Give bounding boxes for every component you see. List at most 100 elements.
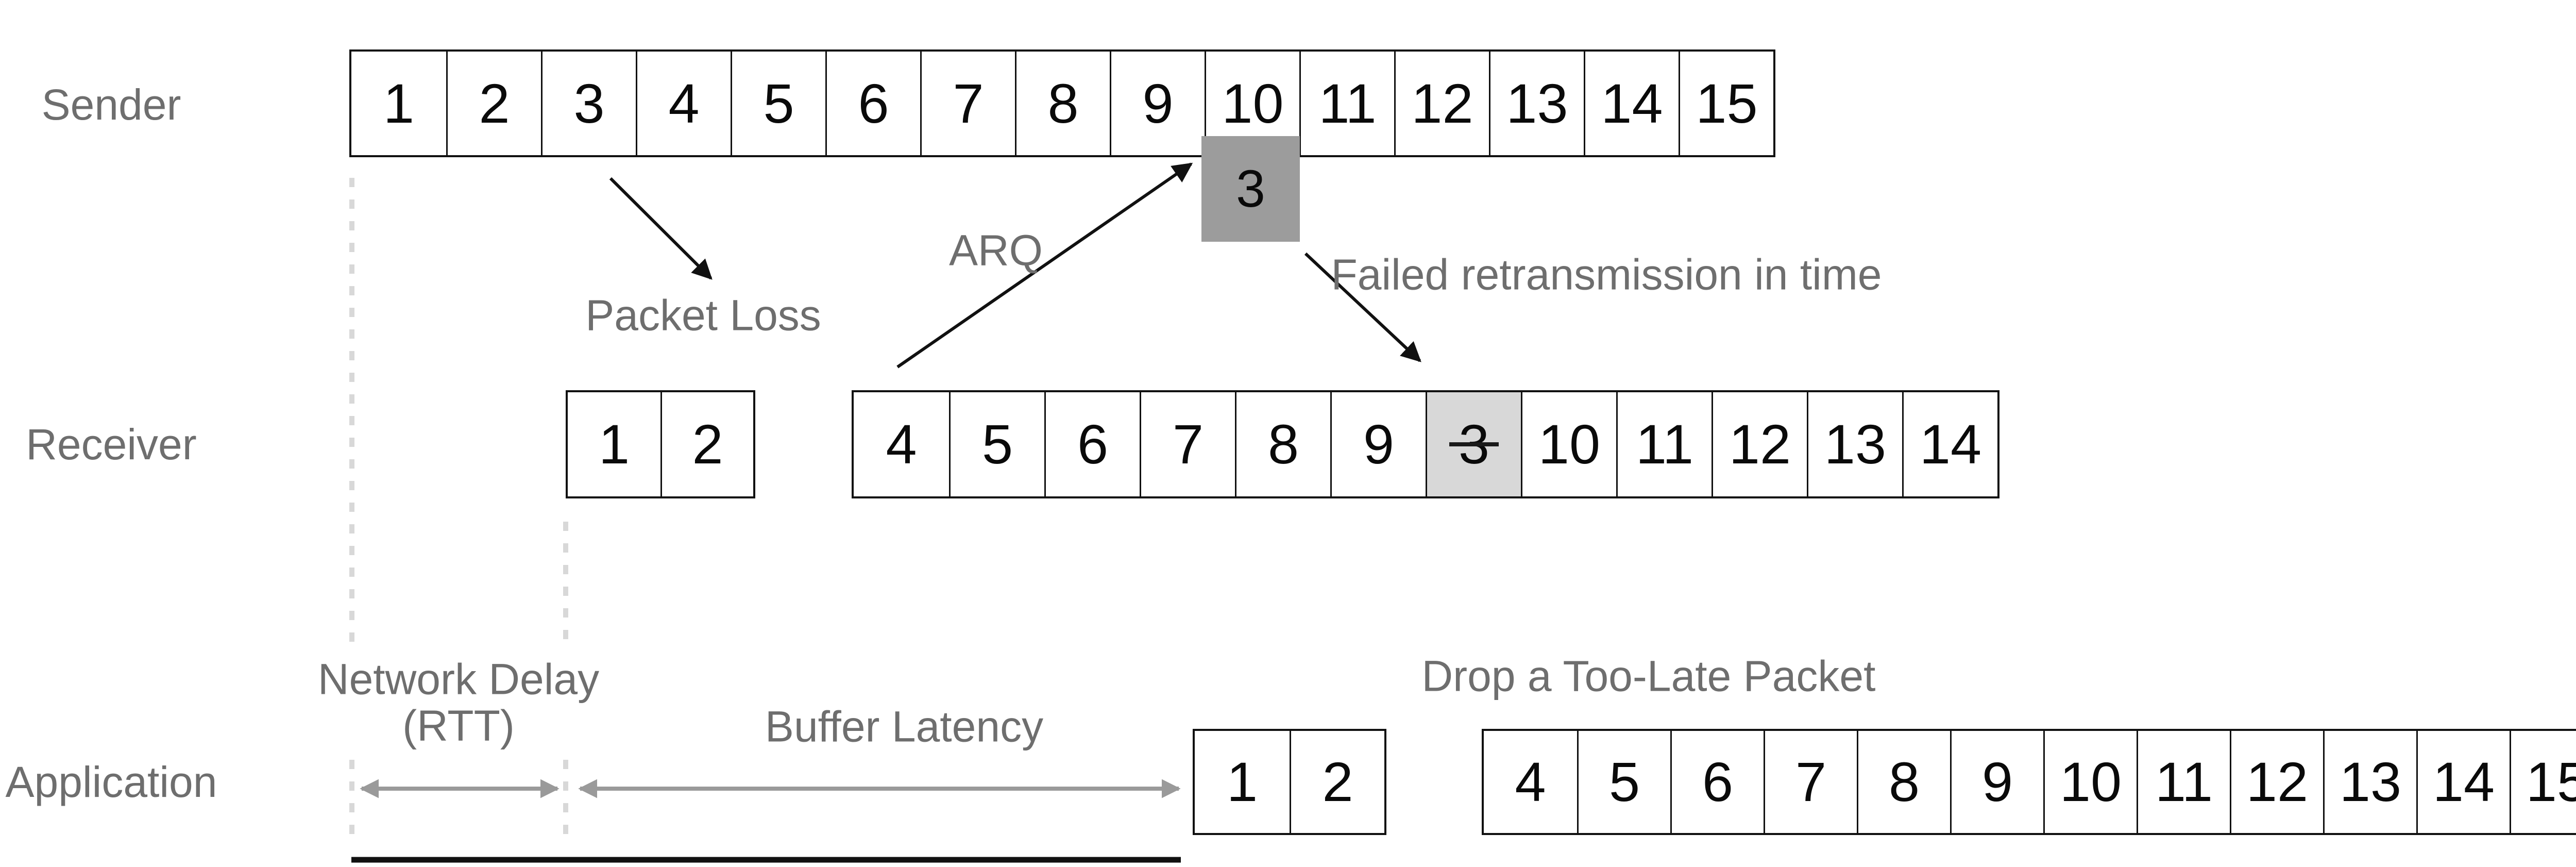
packet-cell: 13 xyxy=(2323,731,2416,833)
packet-number: 5 xyxy=(763,72,794,135)
packet-cell: 10 xyxy=(2043,731,2137,833)
packet-cell: 10 xyxy=(1521,392,1616,496)
packet-cell: 15 xyxy=(1679,52,1773,155)
packet-number: 11 xyxy=(1635,413,1694,475)
packet-cell: 9 xyxy=(1110,52,1205,155)
packet-number: 6 xyxy=(1077,413,1109,475)
packet-number: 12 xyxy=(2246,751,2309,813)
packet-cell: 11 xyxy=(1299,52,1394,155)
packet-cell: 13 xyxy=(1489,52,1584,155)
failed-retransmission-label: Failed retransmission in time xyxy=(1331,250,1882,299)
packet-cell: 2 xyxy=(446,52,541,155)
packet-number: 3 xyxy=(573,72,605,135)
packet-cell: 7 xyxy=(920,52,1015,155)
packet-cell: 6 xyxy=(825,52,920,155)
packet-loss-arrow xyxy=(609,177,713,280)
packet-cell: 13 xyxy=(1807,392,1902,496)
packet-cell: 11 xyxy=(2137,731,2230,833)
packet-number: 14 xyxy=(1601,72,1663,135)
packet-cell: 7 xyxy=(1140,392,1235,496)
packet-number: 2 xyxy=(1322,751,1353,813)
packet-cell: 12 xyxy=(1394,52,1489,155)
packet-number: 3 xyxy=(1449,413,1499,475)
packet-number: 7 xyxy=(1172,413,1204,475)
packet-number: 12 xyxy=(1728,413,1791,475)
application-lane-label: Application xyxy=(5,758,217,806)
packet-number: 4 xyxy=(886,413,917,475)
packet-cell: 2 xyxy=(660,392,753,496)
packet-number: 10 xyxy=(1222,72,1284,135)
packet-number: 2 xyxy=(692,413,723,475)
retransmitted-packet-box: 3 xyxy=(1201,136,1300,242)
packet-cell: 12 xyxy=(1711,392,1807,496)
packet-cell: 9 xyxy=(1330,392,1426,496)
packet-cell: 1 xyxy=(351,52,446,155)
rtt-label: (RTT) xyxy=(402,701,515,750)
packet-cell: 5 xyxy=(949,392,1044,496)
packet-number: 8 xyxy=(1047,72,1079,135)
packet-cell-dropped: 3 xyxy=(1426,392,1521,496)
packet-number: 8 xyxy=(1267,413,1299,475)
packet-number: 9 xyxy=(1981,751,2013,813)
sender-lane-label: Sender xyxy=(41,80,181,129)
packet-number: 9 xyxy=(1142,72,1174,135)
packet-cell: 5 xyxy=(1577,731,1670,833)
packet-number: 4 xyxy=(668,72,700,135)
packet-number: 10 xyxy=(1538,413,1601,475)
packet-cell: 8 xyxy=(1857,731,1950,833)
packet-cell: 9 xyxy=(1950,731,2043,833)
packet-number: 13 xyxy=(1824,413,1887,475)
packet-number: 5 xyxy=(1608,751,1640,813)
packet-number: 9 xyxy=(1363,413,1395,475)
packet-number: 4 xyxy=(1515,751,1546,813)
packet-cell: 15 xyxy=(2510,731,2576,833)
packet-cell: 11 xyxy=(1616,392,1711,496)
packet-number: 11 xyxy=(1318,72,1377,135)
packet-cell: 4 xyxy=(854,392,949,496)
packet-cell: 5 xyxy=(731,52,825,155)
packet-cell: 14 xyxy=(1902,392,1997,496)
packet-cell: 2 xyxy=(1290,731,1384,833)
packet-number: 1 xyxy=(1226,751,1258,813)
packet-number: 5 xyxy=(981,413,1013,475)
drop-too-late-packet-label: Drop a Too-Late Packet xyxy=(1421,652,1876,701)
packet-cell: 14 xyxy=(1584,52,1679,155)
packet-number: 2 xyxy=(479,72,510,135)
packet-cell: 12 xyxy=(2230,731,2323,833)
packet-cell: 6 xyxy=(1670,731,1764,833)
receiver-lane-label: Receiver xyxy=(26,420,197,469)
packet-cell: 6 xyxy=(1044,392,1140,496)
packet-number: 6 xyxy=(1702,751,1734,813)
packet-number: 1 xyxy=(598,413,630,475)
packet-cell: 1 xyxy=(1195,731,1290,833)
packet-number: 15 xyxy=(1696,72,1758,135)
packet-number: 14 xyxy=(1919,413,1982,475)
retransmitted-packet-value: 3 xyxy=(1236,159,1265,218)
packet-number: 7 xyxy=(953,72,984,135)
arq-label: ARQ xyxy=(948,226,1043,275)
packet-number: 8 xyxy=(1888,751,1920,813)
packet-cell: 3 xyxy=(541,52,636,155)
packet-number: 10 xyxy=(2059,751,2122,813)
packet-cell: 4 xyxy=(636,52,731,155)
packet-number: 1 xyxy=(383,72,415,135)
packet-number: 12 xyxy=(1411,72,1473,135)
packet-number: 15 xyxy=(2526,751,2576,813)
packet-cell: 1 xyxy=(568,392,660,496)
packet-cell: 8 xyxy=(1235,392,1330,496)
packet-cell: 8 xyxy=(1015,52,1110,155)
packet-number: 13 xyxy=(2339,751,2402,813)
packet-cell: 4 xyxy=(1484,731,1577,833)
network-delay-label: Network Delay xyxy=(317,655,600,704)
packet-loss-label: Packet Loss xyxy=(585,291,821,340)
arq-arrow xyxy=(896,162,1193,369)
packet-number: 14 xyxy=(2432,751,2495,813)
buffer-latency-label: Buffer Latency xyxy=(765,702,1044,751)
packet-cell: 14 xyxy=(2416,731,2510,833)
